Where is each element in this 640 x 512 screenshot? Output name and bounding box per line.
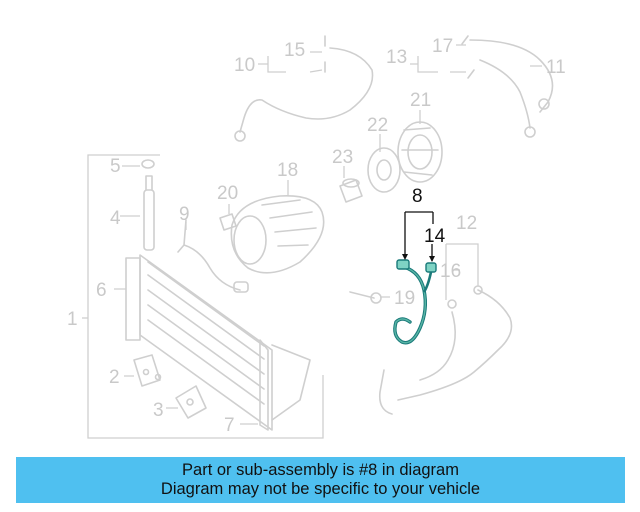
callout-2: 2 bbox=[109, 367, 120, 388]
callout-9: 9 bbox=[179, 204, 190, 225]
callout-18: 18 bbox=[277, 160, 298, 181]
callout-6: 6 bbox=[96, 280, 107, 301]
callout-17: 17 bbox=[432, 36, 453, 57]
callout-14: 14 bbox=[424, 226, 446, 247]
callout-4: 4 bbox=[110, 208, 121, 229]
banner-line-1: Part or sub-assembly is #8 in diagram bbox=[182, 461, 459, 479]
line-assembly-10[interactable] bbox=[234, 35, 374, 142]
bracket-3[interactable] bbox=[175, 385, 207, 419]
notice-banner: Part or sub-assembly is #8 in diagram Di… bbox=[16, 457, 625, 503]
compressor[interactable] bbox=[230, 195, 325, 274]
bolt-19[interactable] bbox=[349, 291, 382, 304]
callout-21: 21 bbox=[410, 90, 431, 111]
banner-line-2: Diagram may not be specific to your vehi… bbox=[160, 480, 481, 498]
bracket-2[interactable] bbox=[133, 354, 162, 387]
callout-19: 19 bbox=[394, 288, 415, 309]
clutch-bolt-23[interactable] bbox=[339, 178, 363, 203]
callout-8: 8 bbox=[412, 186, 423, 207]
callout-3: 3 bbox=[153, 400, 164, 421]
condenser[interactable] bbox=[125, 254, 311, 431]
line-assembly-11[interactable] bbox=[461, 35, 554, 138]
highlighted-hose-8[interactable] bbox=[393, 259, 437, 345]
line-assembly-12[interactable] bbox=[378, 285, 513, 415]
parts-diagram: 1 2 3 4 5 6 7 8 9 10 11 12 13 14 15 16 1… bbox=[67, 35, 566, 439]
receiver-drier[interactable] bbox=[141, 159, 155, 251]
callout-11: 11 bbox=[546, 57, 566, 78]
pressure-switch-20[interactable] bbox=[219, 213, 237, 231]
pulley-21[interactable] bbox=[397, 121, 443, 183]
clutch-hub-22[interactable] bbox=[367, 147, 401, 193]
callout-12: 12 bbox=[456, 213, 477, 234]
hose-9[interactable] bbox=[177, 219, 249, 293]
condenser-frame-outline bbox=[82, 154, 324, 439]
callout-10: 10 bbox=[234, 55, 255, 76]
leader-lines bbox=[114, 44, 542, 425]
callout-22: 22 bbox=[367, 115, 388, 136]
callout-5: 5 bbox=[110, 156, 121, 177]
callout-1: 1 bbox=[67, 309, 78, 330]
callout-20: 20 bbox=[217, 183, 238, 204]
callout-13: 13 bbox=[386, 47, 407, 68]
callout-7: 7 bbox=[224, 415, 235, 436]
callout-15: 15 bbox=[284, 40, 305, 61]
callout-16: 16 bbox=[440, 261, 461, 282]
callout-23: 23 bbox=[332, 147, 353, 168]
